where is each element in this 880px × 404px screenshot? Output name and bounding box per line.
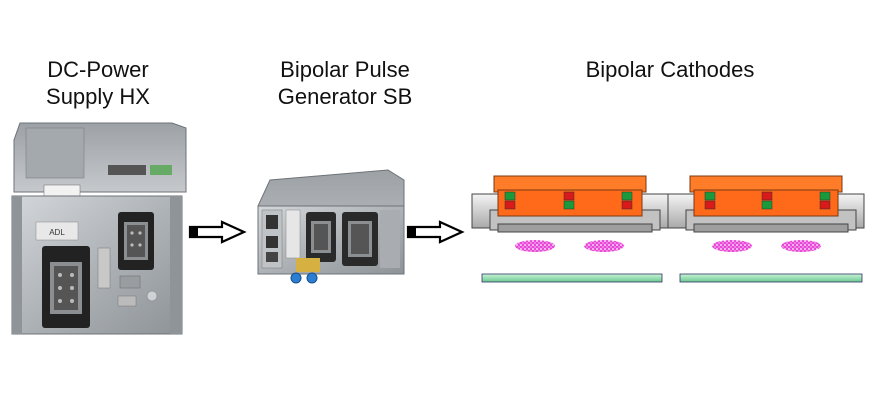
water-fittings: [290, 258, 320, 284]
substrate: [679, 273, 863, 283]
connector-port: [108, 165, 146, 175]
plasma-glow: [712, 240, 752, 252]
plasma-glow: [515, 240, 555, 252]
substrate: [481, 273, 663, 283]
pulse-generator-title-line2: Generator SB: [277, 84, 413, 109]
pulse-generator-title-line1: Bipolar Pulse: [280, 57, 410, 82]
arrow-right-icon: [188, 220, 247, 244]
power-connector-right: [118, 212, 154, 270]
pulse-generator-device: [257, 169, 405, 284]
arrow-right-icon: [406, 220, 465, 244]
generator-connector-left: [306, 212, 336, 262]
plasma-glow: [584, 240, 624, 252]
cathode-1: [471, 175, 669, 283]
generator-connector-right: [342, 212, 378, 266]
power-supply-title-line2: Supply HX: [46, 84, 150, 109]
power-supply-badge: [35, 221, 79, 241]
power-supply-device: ADL: [11, 122, 187, 335]
cathodes-title-line1: Bipolar Cathodes: [585, 57, 755, 82]
plasma-glow: [781, 240, 821, 252]
power-supply-title: DC-Power Supply HX: [18, 56, 178, 110]
cathodes-title: Bipolar Cathodes: [560, 56, 780, 83]
cathode-2: [667, 175, 865, 283]
pulse-generator-title: Bipolar Pulse Generator SB: [245, 56, 445, 110]
power-supply-badge-text: ADL: [49, 228, 65, 237]
terminal-block: [150, 165, 172, 175]
power-supply-title-line1: DC-Power: [47, 57, 149, 82]
power-connector-left: [42, 246, 90, 328]
